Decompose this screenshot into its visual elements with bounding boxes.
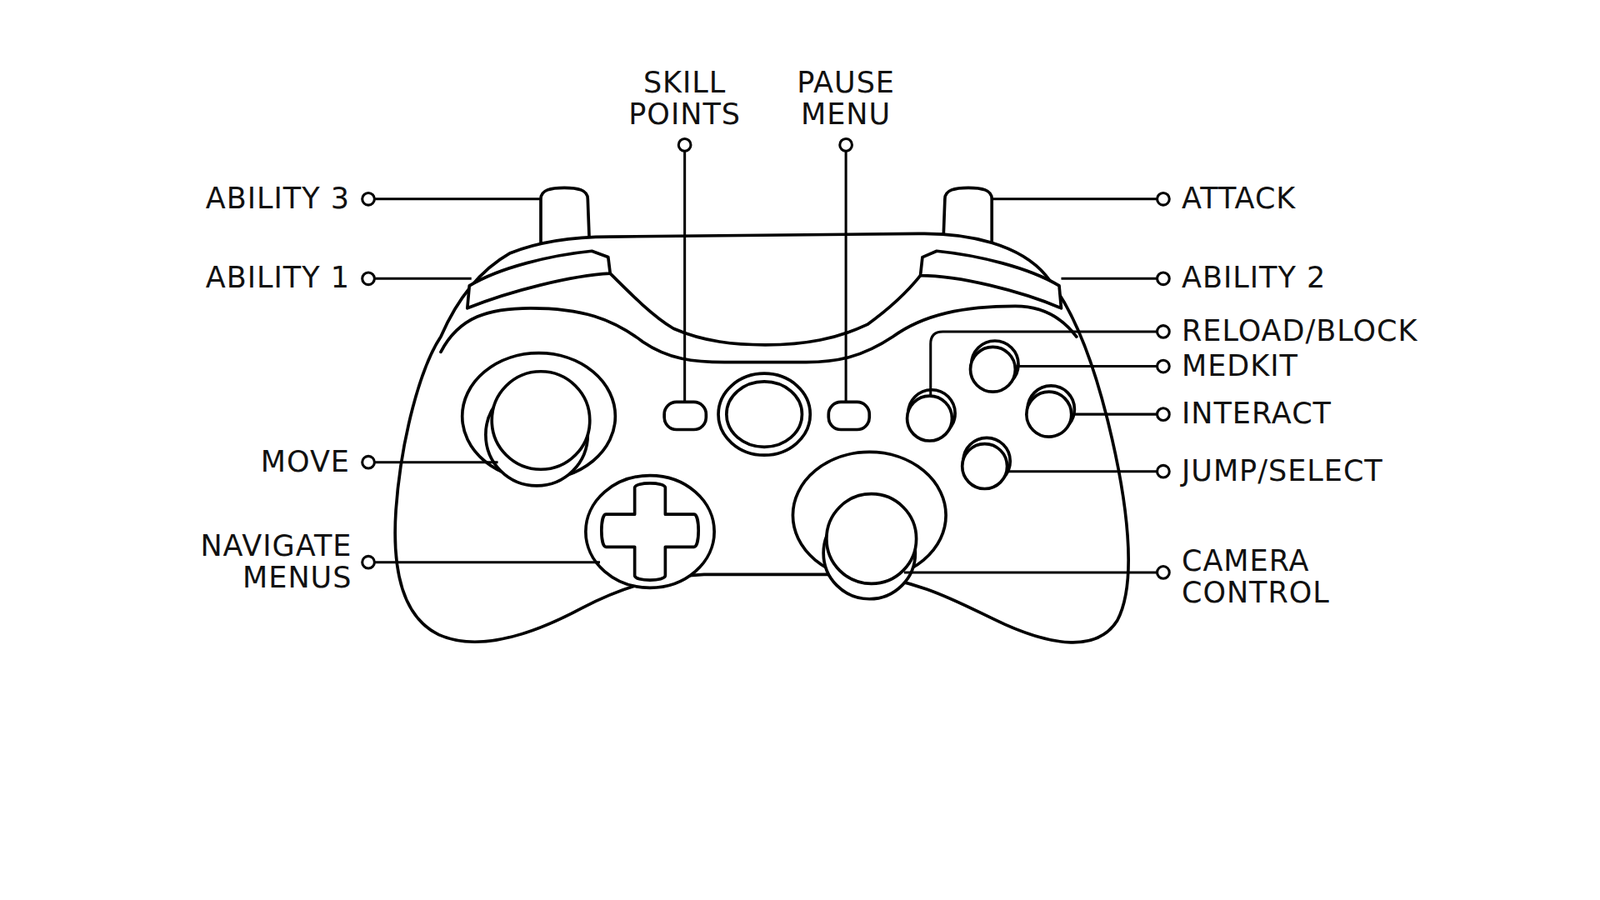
right-bumper — [920, 250, 1061, 309]
left-stick-well — [462, 353, 616, 480]
control-label: SKILL POINTS — [628, 67, 741, 131]
back-edge — [610, 273, 920, 345]
start-button — [828, 401, 870, 430]
leader-dot — [1157, 325, 1170, 339]
back-button — [664, 401, 706, 430]
leader-dot — [1157, 566, 1170, 580]
leader-line — [845, 150, 848, 403]
leader-dot — [1157, 272, 1170, 285]
leader-line — [904, 570, 1158, 574]
y-button — [970, 346, 1015, 392]
control-label: MEDKIT — [1181, 350, 1299, 383]
control-label: JUMP/SELECT — [1181, 455, 1384, 488]
control-label: MOVE — [260, 446, 350, 479]
leader-dot — [1157, 408, 1170, 421]
leader-line — [374, 277, 471, 280]
leader-dot — [362, 192, 375, 205]
leader-dot — [1157, 465, 1170, 478]
guide-button-inner — [726, 381, 803, 447]
leader-line — [374, 197, 541, 200]
right-stick-cap — [826, 494, 917, 585]
x-button — [907, 395, 953, 441]
control-label: RELOAD/BLOCK — [1181, 315, 1419, 348]
leader-dot — [678, 139, 691, 152]
a-button — [962, 444, 1008, 490]
leader-dot — [1157, 360, 1170, 373]
b-button — [1026, 391, 1072, 437]
leader-dot — [1157, 192, 1170, 205]
control-label: INTERACT — [1181, 398, 1332, 430]
control-label: CAMERA CONTROL — [1181, 545, 1330, 610]
dpad-well — [585, 475, 715, 589]
left-stick-cap — [491, 371, 590, 470]
leader-line — [1073, 413, 1157, 416]
leader-line — [930, 331, 1158, 396]
leader-dot — [840, 139, 853, 152]
leader-line — [991, 197, 1157, 200]
leader-line — [683, 150, 686, 403]
leader-dot — [362, 455, 375, 469]
control-label: ABILITY 3 — [205, 183, 350, 215]
leader-line — [374, 560, 600, 564]
leader-line — [1060, 277, 1157, 280]
left-bumper — [467, 250, 610, 309]
control-label: ABILITY 2 — [1181, 262, 1326, 295]
controller-body — [395, 233, 1129, 643]
leader-line — [374, 460, 498, 464]
control-label: ATTACK — [1181, 183, 1296, 215]
control-label: PAUSE MENU — [796, 67, 895, 131]
leader-line — [1008, 470, 1158, 473]
leader-line — [1016, 365, 1158, 368]
control-label: ABILITY 1 — [205, 262, 350, 295]
leader-dot — [362, 555, 375, 569]
guide-button — [718, 373, 810, 455]
dpad — [601, 483, 699, 580]
control-label: NAVIGATE MENUS — [200, 530, 352, 595]
leader-dot — [362, 272, 375, 285]
